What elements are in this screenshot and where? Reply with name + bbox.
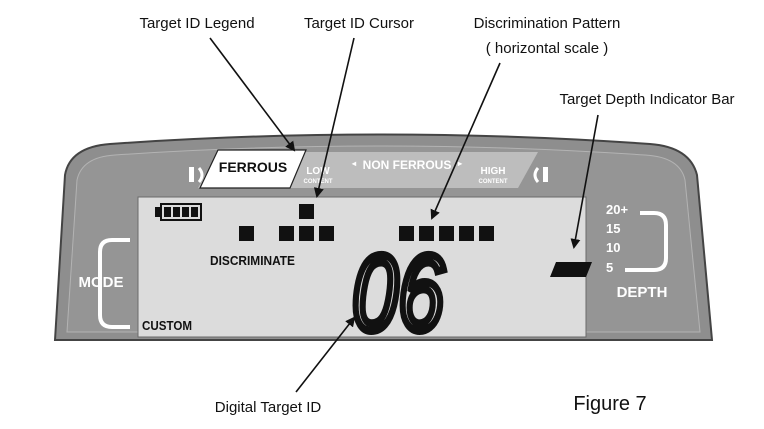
depth-label: DEPTH xyxy=(617,284,668,301)
legend-high-text: HIGH xyxy=(481,166,506,177)
lcd-screen xyxy=(137,196,587,338)
target-id-cursor xyxy=(299,204,314,219)
discrimination-segment xyxy=(239,226,254,241)
depth-scale-10: 10 xyxy=(606,240,620,255)
depth-scale-20: 20+ xyxy=(606,202,628,217)
legend-ferrous-box xyxy=(199,149,307,189)
battery-bar xyxy=(191,207,198,217)
depth-scale-bracket xyxy=(625,211,668,272)
speaker-left-icon xyxy=(189,167,204,183)
legend-ferrous-text: FERROUS xyxy=(219,159,287,175)
callout-legend-arrow xyxy=(209,37,296,152)
callout-digital-id-text: Digital Target ID xyxy=(215,399,322,416)
depth-scale-15: 15 xyxy=(606,221,620,236)
discrimination-segment xyxy=(279,226,294,241)
callout-cursor-arrow xyxy=(313,37,355,198)
speaker-right-icon xyxy=(533,167,548,183)
discrimination-segment xyxy=(439,226,454,241)
battery-bar xyxy=(173,207,180,217)
target-depth-indicator-bar xyxy=(550,262,592,277)
legend-non-ferrous-text: NON FERROUS xyxy=(363,158,452,172)
discrimination-segment xyxy=(459,226,474,241)
discrimination-segment xyxy=(479,226,494,241)
battery-icon xyxy=(155,203,202,221)
lcd-mode-custom: CUSTOM xyxy=(142,318,192,333)
discrimination-pattern xyxy=(239,204,494,241)
figure-label: Figure 7 xyxy=(573,393,646,415)
discrimination-segment xyxy=(419,226,434,241)
callout-digital-id-arrow xyxy=(295,316,356,393)
lcd-mode-discriminate: DISCRIMINATE xyxy=(210,253,295,268)
legend-arrow-right-icon: ▸ xyxy=(457,159,463,168)
depth-scale-5: 5 xyxy=(606,260,613,275)
battery-bar xyxy=(182,207,189,217)
legend-high-sub-text: CONTENT xyxy=(479,179,508,185)
mode-button-bracket[interactable] xyxy=(98,238,130,329)
callout-pattern-text-1: Discrimination Pattern xyxy=(474,15,621,32)
digital-target-id: 06 xyxy=(352,232,445,353)
legend-arrow-left-icon: ◂ xyxy=(351,159,357,168)
callout-pattern-arrow xyxy=(430,62,501,220)
callout-legend-text: Target ID Legend xyxy=(139,15,254,32)
legend-low-sub-text: CONTENT xyxy=(304,179,333,185)
battery-bar xyxy=(164,207,171,217)
discrimination-segment xyxy=(399,226,414,241)
callout-depth-text: Target Depth Indicator Bar xyxy=(559,91,734,108)
discrimination-segment xyxy=(299,226,314,241)
mode-button-label[interactable]: MODE xyxy=(79,274,124,291)
legend-low-text: LOW xyxy=(306,166,330,177)
discrimination-segment xyxy=(319,226,334,241)
callout-pattern-text-2: ( horizontal scale ) xyxy=(486,40,609,57)
callout-cursor-text: Target ID Cursor xyxy=(304,15,414,32)
callout-depth-arrow xyxy=(570,114,599,249)
